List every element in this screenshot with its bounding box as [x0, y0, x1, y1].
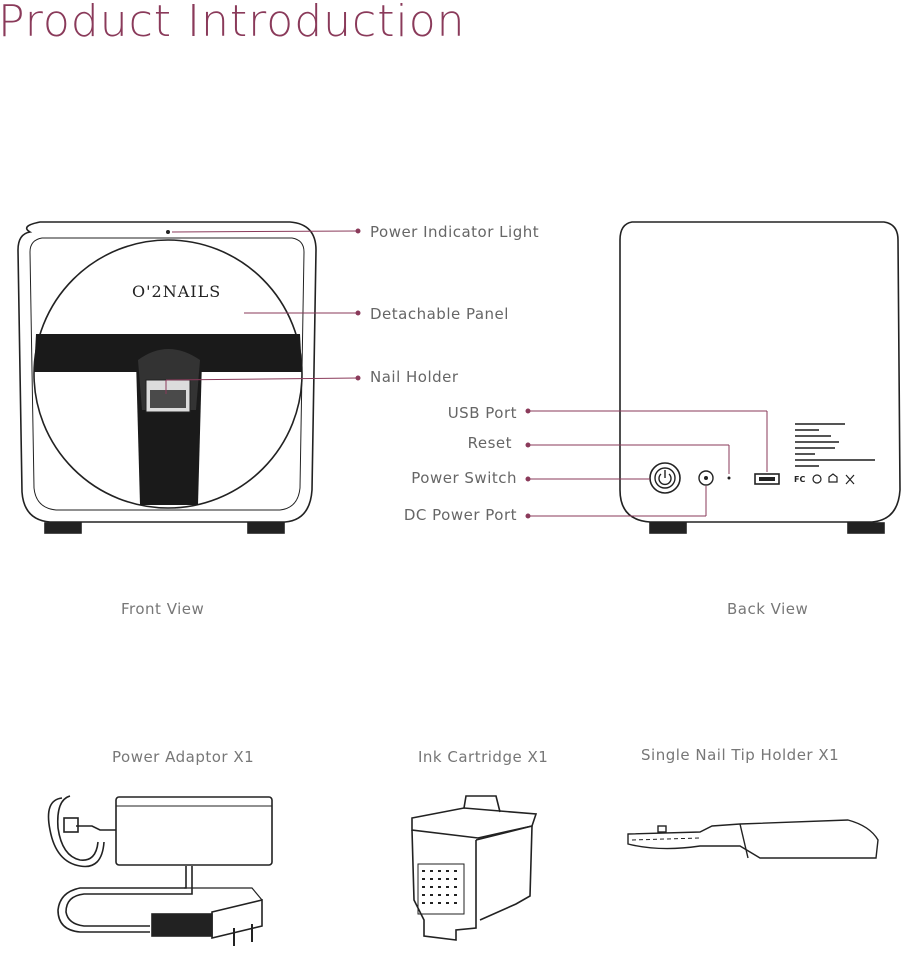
cert-icons: FC	[794, 473, 855, 485]
caption-nail-tip-holder: Single Nail Tip Holder X1	[641, 746, 840, 764]
power-switch-icon	[649, 462, 681, 494]
brand-logo: O'2NAILS	[132, 282, 222, 301]
caption-power-adaptor: Power Adaptor X1	[112, 748, 255, 766]
power-indicator-dot	[166, 230, 170, 234]
label-power-indicator-light: Power Indicator Light	[370, 223, 540, 241]
caption-back-view: Back View	[727, 600, 809, 618]
caption-front-view: Front View	[121, 600, 205, 618]
label-dc-power-port: DC Power Port	[403, 506, 517, 524]
nail-tip-holder-illustration	[627, 819, 879, 859]
label-nail-holder: Nail Holder	[370, 368, 459, 386]
svg-text:FC: FC	[794, 475, 805, 484]
dc-port-icon	[698, 470, 714, 486]
caption-ink-cartridge: Ink Cartridge X1	[418, 748, 549, 766]
back-ports: FC	[649, 423, 875, 494]
back-leader-lines	[525, 408, 768, 519]
back-view-device	[619, 221, 901, 534]
front-leader-lines	[165, 228, 361, 394]
reset-pinhole	[727, 476, 731, 480]
page-title: Product Introduction	[0, 0, 466, 47]
front-dark-band	[34, 334, 302, 505]
label-usb-port: USB Port	[447, 404, 517, 422]
label-reset: Reset	[467, 434, 512, 452]
front-view-device	[17, 221, 317, 534]
label-detachable-panel: Detachable Panel	[370, 305, 509, 323]
label-power-switch: Power Switch	[411, 469, 517, 487]
ink-cartridge-illustration	[411, 795, 538, 941]
spec-label	[795, 423, 875, 467]
power-adaptor-illustration	[47, 795, 273, 946]
usb-port-icon	[754, 473, 780, 485]
